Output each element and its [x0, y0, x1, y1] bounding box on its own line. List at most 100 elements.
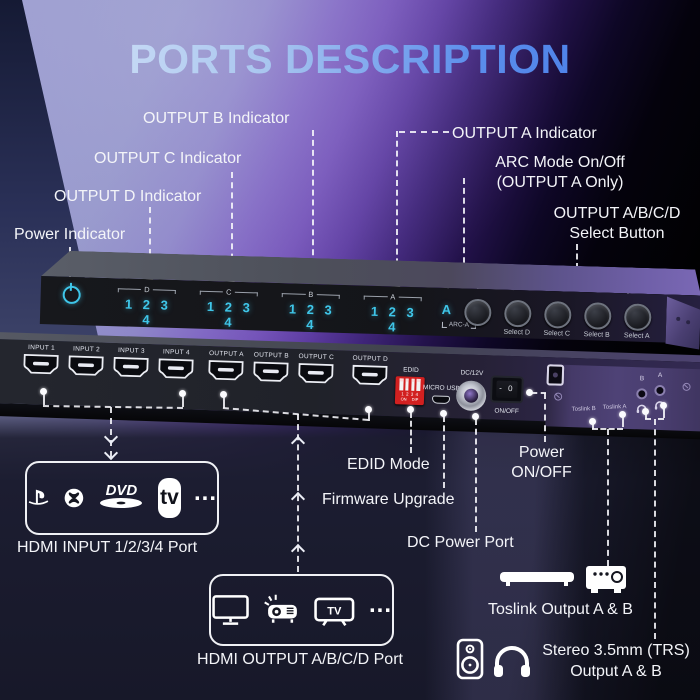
hdmi-output-displays-box: TV ...: [209, 574, 394, 646]
power-rocker-switch[interactable]: - 0: [489, 375, 524, 404]
stereo-line1: Stereo 3.5mm (TRS): [542, 642, 690, 659]
callout-line: [654, 419, 656, 639]
label-power-onoff: Power ON/OFF: [494, 443, 589, 483]
monitor-icon: [212, 595, 249, 625]
front-buttons-row: Select D Select C Select B Select A: [463, 298, 652, 340]
output-led-groups: D 1 2 3 4 C 1 2 3 4 B 1 2 3 4 A 1 2 3 4: [117, 284, 422, 335]
hdmi-port-label: OUTPUT C: [298, 352, 335, 362]
dc-12v-label: DC/12V: [460, 369, 484, 378]
select-button[interactable]: Select A: [624, 303, 652, 340]
hdmi-port[interactable]: INPUT 3: [110, 347, 151, 384]
label-stereo-output: Stereo 3.5mm (TRS) Output A & B: [535, 640, 697, 682]
micro-usb-port[interactable]: [431, 395, 451, 405]
on-off-label: ON/OFF: [494, 407, 520, 416]
label-toslink-output: Toslink Output A & B: [488, 601, 633, 618]
led-group-numbers: 1 2 3 4: [206, 298, 251, 330]
callout-line: [475, 419, 477, 532]
projector-icon: [264, 594, 297, 623]
led-group: C 1 2 3 4: [199, 287, 258, 331]
hdmi-port-label: INPUT 1: [27, 344, 56, 352]
label-output-c-indicator: OUTPUT C Indicator: [94, 150, 242, 167]
hdmi-port[interactable]: INPUT 1: [20, 344, 61, 381]
stereo-jack-a[interactable]: [654, 384, 666, 397]
power-onoff-line1: Power: [518, 444, 565, 461]
select-button[interactable]: Select B: [584, 302, 612, 339]
jack-a-letter: A: [657, 371, 663, 380]
select-button-line1: OUTPUT A/B/C/D: [553, 205, 681, 222]
led-group-bracket: A: [363, 292, 422, 302]
hdmi-port[interactable]: OUTPUT A: [205, 350, 246, 387]
led-group: D 1 2 3 4: [117, 284, 176, 328]
hdmi-port[interactable]: INPUT 4: [155, 348, 196, 385]
hdmi-port[interactable]: INPUT 2: [65, 345, 106, 382]
hdmi-port-label: OUTPUT B: [253, 351, 290, 360]
hdmi-port[interactable]: OUTPUT B: [250, 351, 291, 388]
stereo-jack-b[interactable]: [636, 388, 648, 400]
callout-line: [645, 413, 647, 419]
callout-line: [443, 416, 445, 488]
led-group-bracket: B: [281, 289, 340, 299]
arc-indicator-led: A: [441, 301, 452, 318]
label-power-indicator: Power Indicator: [14, 226, 126, 243]
callout-line: [399, 131, 449, 133]
hdmi-connector-icon: [253, 361, 289, 382]
label-edid-mode: EDID Mode: [347, 456, 430, 473]
av-receiver-icon: [586, 566, 626, 593]
callout-line: [463, 178, 465, 283]
screw: [554, 392, 563, 401]
label-output-a-indicator: OUTPUT A Indicator: [452, 125, 597, 142]
svg-text:TV: TV: [328, 605, 343, 617]
tv-set-icon: TV: [314, 597, 355, 627]
hdmi-port[interactable]: OUTPUT D: [349, 355, 390, 392]
stereo-line2: Output A & B: [570, 663, 662, 680]
select-button[interactable]: Select D: [503, 299, 532, 337]
led-group-numbers: 1 2 3 4: [288, 301, 333, 333]
xbox-icon: [64, 488, 84, 508]
callout-line: [231, 172, 233, 280]
hdmi-port-label: INPUT 4: [162, 348, 190, 357]
hdmi-connector-icon: [68, 355, 104, 376]
dc-power-jack[interactable]: [455, 380, 487, 412]
soundbar-icon: [500, 572, 574, 586]
arc-button[interactable]: [463, 298, 492, 327]
hdmi-port-label: OUTPUT A: [208, 350, 244, 359]
page-title: PORTS DESCRIPTION: [0, 36, 700, 83]
jack-b-letter: B: [639, 375, 645, 383]
hdmi-connector-icon: [298, 363, 334, 384]
led-group-bracket: C: [199, 287, 258, 297]
hdmi-ports-row: INPUT 1 INPUT 2 INPUT 3: [20, 344, 390, 392]
dvd-icon: DVD: [98, 483, 145, 512]
toslink-port-a[interactable]: [546, 364, 565, 386]
callout-line: [110, 407, 112, 457]
label-arc-mode: ARC Mode On/Off (OUTPUT A Only): [475, 153, 645, 193]
hdmi-connector-icon: [113, 356, 149, 378]
ellipsis-icon: ...: [193, 479, 217, 506]
dip-on-label: ON DIP: [400, 396, 419, 402]
screw: [682, 382, 691, 391]
callout-line: [663, 407, 665, 418]
label-firmware-upgrade: Firmware Upgrade: [322, 491, 455, 508]
hdmi-port[interactable]: OUTPUT C: [295, 353, 336, 390]
hdmi-connector-icon: [208, 360, 244, 381]
callout-line: [592, 423, 594, 429]
callout-line: [410, 412, 412, 453]
toslink-a-label: Toslink A: [602, 404, 627, 411]
hdmi-port-label: INPUT 2: [72, 345, 101, 354]
led-group: B 1 2 3 4: [281, 289, 340, 333]
callout-line: [622, 416, 624, 427]
callout-line: [607, 429, 609, 566]
led-group-bracket: D: [117, 284, 176, 294]
callout-line: [368, 411, 370, 421]
select-button[interactable]: Select C: [543, 300, 572, 338]
toslink-b-label: Toslink B: [571, 406, 596, 413]
callout-line: [182, 396, 184, 407]
callout-line: [149, 207, 151, 276]
callout-line: [532, 392, 546, 394]
label-hdmi-output: HDMI OUTPUT A/B/C/D Port: [197, 651, 403, 668]
hdmi-input-sources-box: DVD tv ...: [25, 461, 219, 535]
playstation-icon: [28, 489, 49, 505]
headphones-icon: [494, 646, 530, 677]
power-switch-marks: - 0: [496, 380, 518, 399]
hdmi-port-label: INPUT 3: [117, 346, 146, 355]
